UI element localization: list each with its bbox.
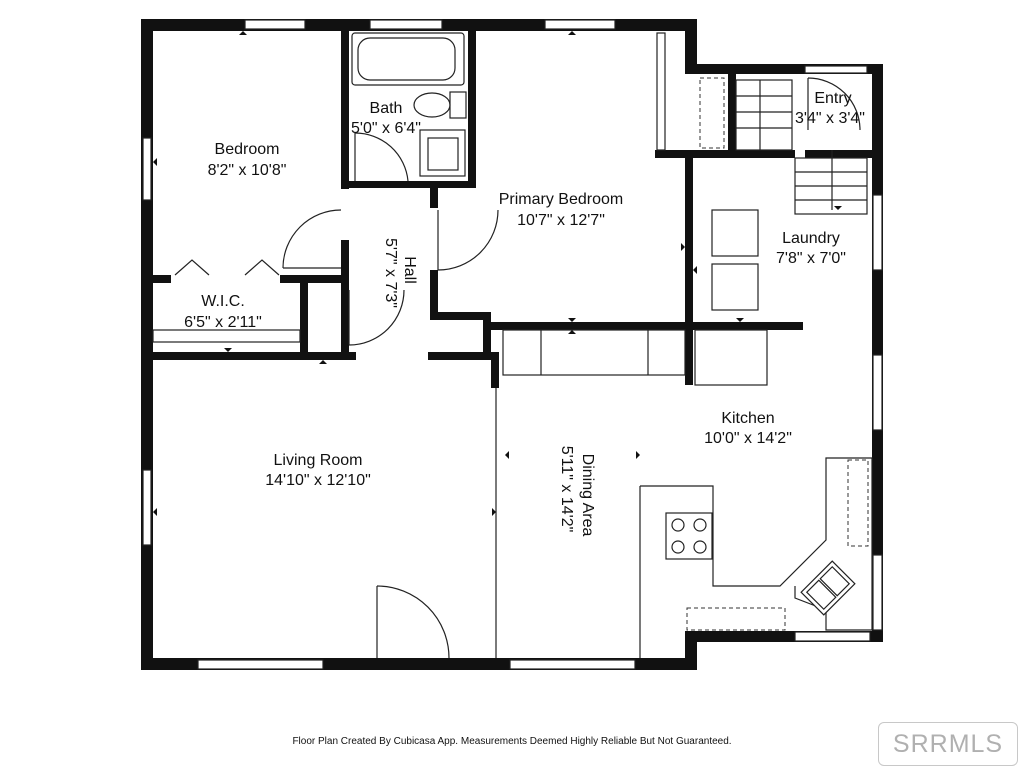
dimension-markers	[153, 31, 842, 516]
dining-area-name: Dining Area	[579, 454, 596, 537]
room-labels: Bedroom 8'2" x 10'8" Bath 5'0" x 6'4" Pr…	[184, 90, 865, 536]
stairs	[735, 79, 868, 215]
living-room-size: 14'10" x 12'10"	[265, 472, 371, 489]
exterior-walls	[141, 19, 883, 670]
kitchen-size: 10'0" x 14'2"	[704, 430, 792, 447]
bath-size: 5'0" x 6'4"	[351, 120, 421, 137]
laundry-name: Laundry	[782, 230, 840, 247]
primary-bedroom-name: Primary Bedroom	[499, 191, 623, 208]
bath-name: Bath	[370, 100, 403, 117]
bedroom-size: 8'2" x 10'8"	[208, 162, 287, 179]
dining-area-size: 5'11" x 14'2"	[558, 446, 575, 533]
primary-bedroom-size: 10'7" x 12'7"	[517, 212, 605, 229]
hall-name: Hall	[401, 256, 418, 284]
bedroom-name: Bedroom	[215, 141, 280, 158]
laundry-size: 7'8" x 7'0"	[776, 250, 846, 267]
watermark-logo: SRRMLS	[878, 722, 1018, 766]
entry-size: 3'4" x 3'4"	[795, 110, 865, 127]
disclaimer-note: Floor Plan Created By Cubicasa App. Meas…	[292, 736, 732, 747]
entry-name: Entry	[814, 90, 851, 107]
wic-name: W.I.C.	[201, 293, 245, 310]
wic-size: 6'5" x 2'11"	[184, 314, 262, 331]
living-room-name: Living Room	[274, 452, 363, 469]
windows	[142, 19, 883, 670]
kitchen-name: Kitchen	[721, 410, 774, 427]
interior-walls	[141, 19, 872, 388]
doors	[174, 77, 861, 659]
fixtures	[152, 32, 873, 658]
hall-size: 5'7" x 7'3"	[382, 238, 399, 308]
